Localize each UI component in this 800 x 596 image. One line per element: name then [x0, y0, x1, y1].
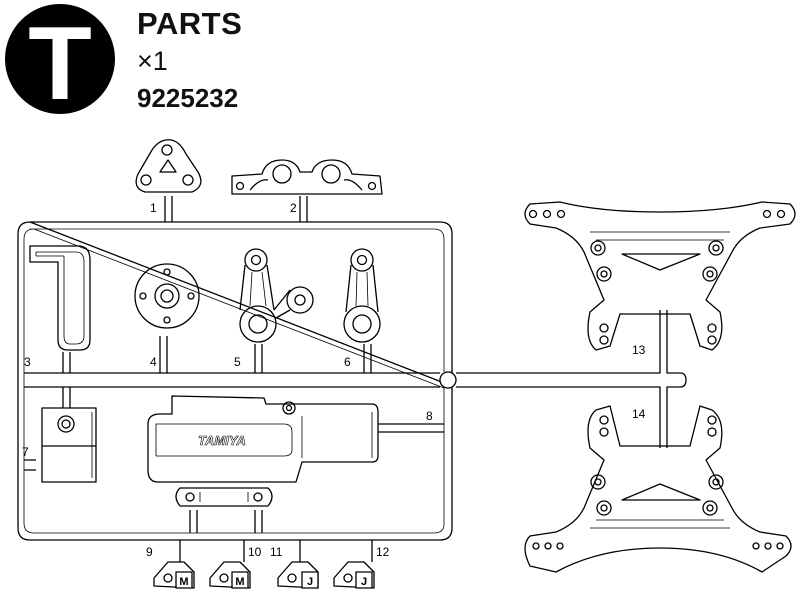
part-6-steering-arm: [343, 248, 381, 343]
part-3-hex-wrench: [29, 245, 91, 351]
label-part-10: 10: [248, 545, 262, 559]
label-part-6: 6: [344, 355, 351, 369]
part-2-upper-bracket: [231, 159, 383, 195]
part-8-gear-cover: TAMIYA: [147, 395, 379, 507]
label-part-2: 2: [290, 201, 297, 215]
part-4-round-hub: [134, 263, 200, 329]
part-number: 9225232: [137, 83, 239, 113]
part-14-damper-stay: [524, 405, 792, 573]
label-part-12: 12: [376, 545, 390, 559]
badge-t: T: [5, 4, 115, 115]
label-part-3: 3: [24, 355, 31, 369]
part-13-damper-stay: [524, 201, 796, 351]
badge-letter: T: [28, 6, 92, 115]
part-12-mark: J: [361, 576, 367, 588]
parts-title: PARTS: [137, 6, 243, 41]
sprue-frame: [17, 196, 687, 562]
part-9-spacer: [153, 561, 195, 589]
cover-logo: TAMIYA: [198, 433, 246, 448]
part-9-mark: M: [179, 576, 188, 588]
label-part-9: 9: [146, 545, 153, 559]
label-part-1: 1: [150, 201, 157, 215]
label-part-11: 11: [270, 545, 283, 559]
part-10-mark: M: [235, 576, 244, 588]
part-5-steering-arm: [239, 248, 314, 343]
label-part-5: 5: [234, 355, 241, 369]
part-7-block: [41, 407, 97, 483]
label-part-13: 13: [632, 343, 646, 357]
part-10-spacer: [209, 561, 251, 589]
label-part-4: 4: [150, 355, 157, 369]
part-12-spacer: [333, 561, 375, 589]
label-part-7: 7: [22, 445, 29, 459]
part-11-spacer: [277, 561, 319, 589]
label-part-8: 8: [426, 409, 433, 423]
part-1-triangle-bracket: [135, 139, 202, 193]
label-part-14: 14: [632, 407, 646, 421]
part-11-mark: J: [307, 576, 313, 588]
quantity-label: ×1: [137, 46, 168, 76]
